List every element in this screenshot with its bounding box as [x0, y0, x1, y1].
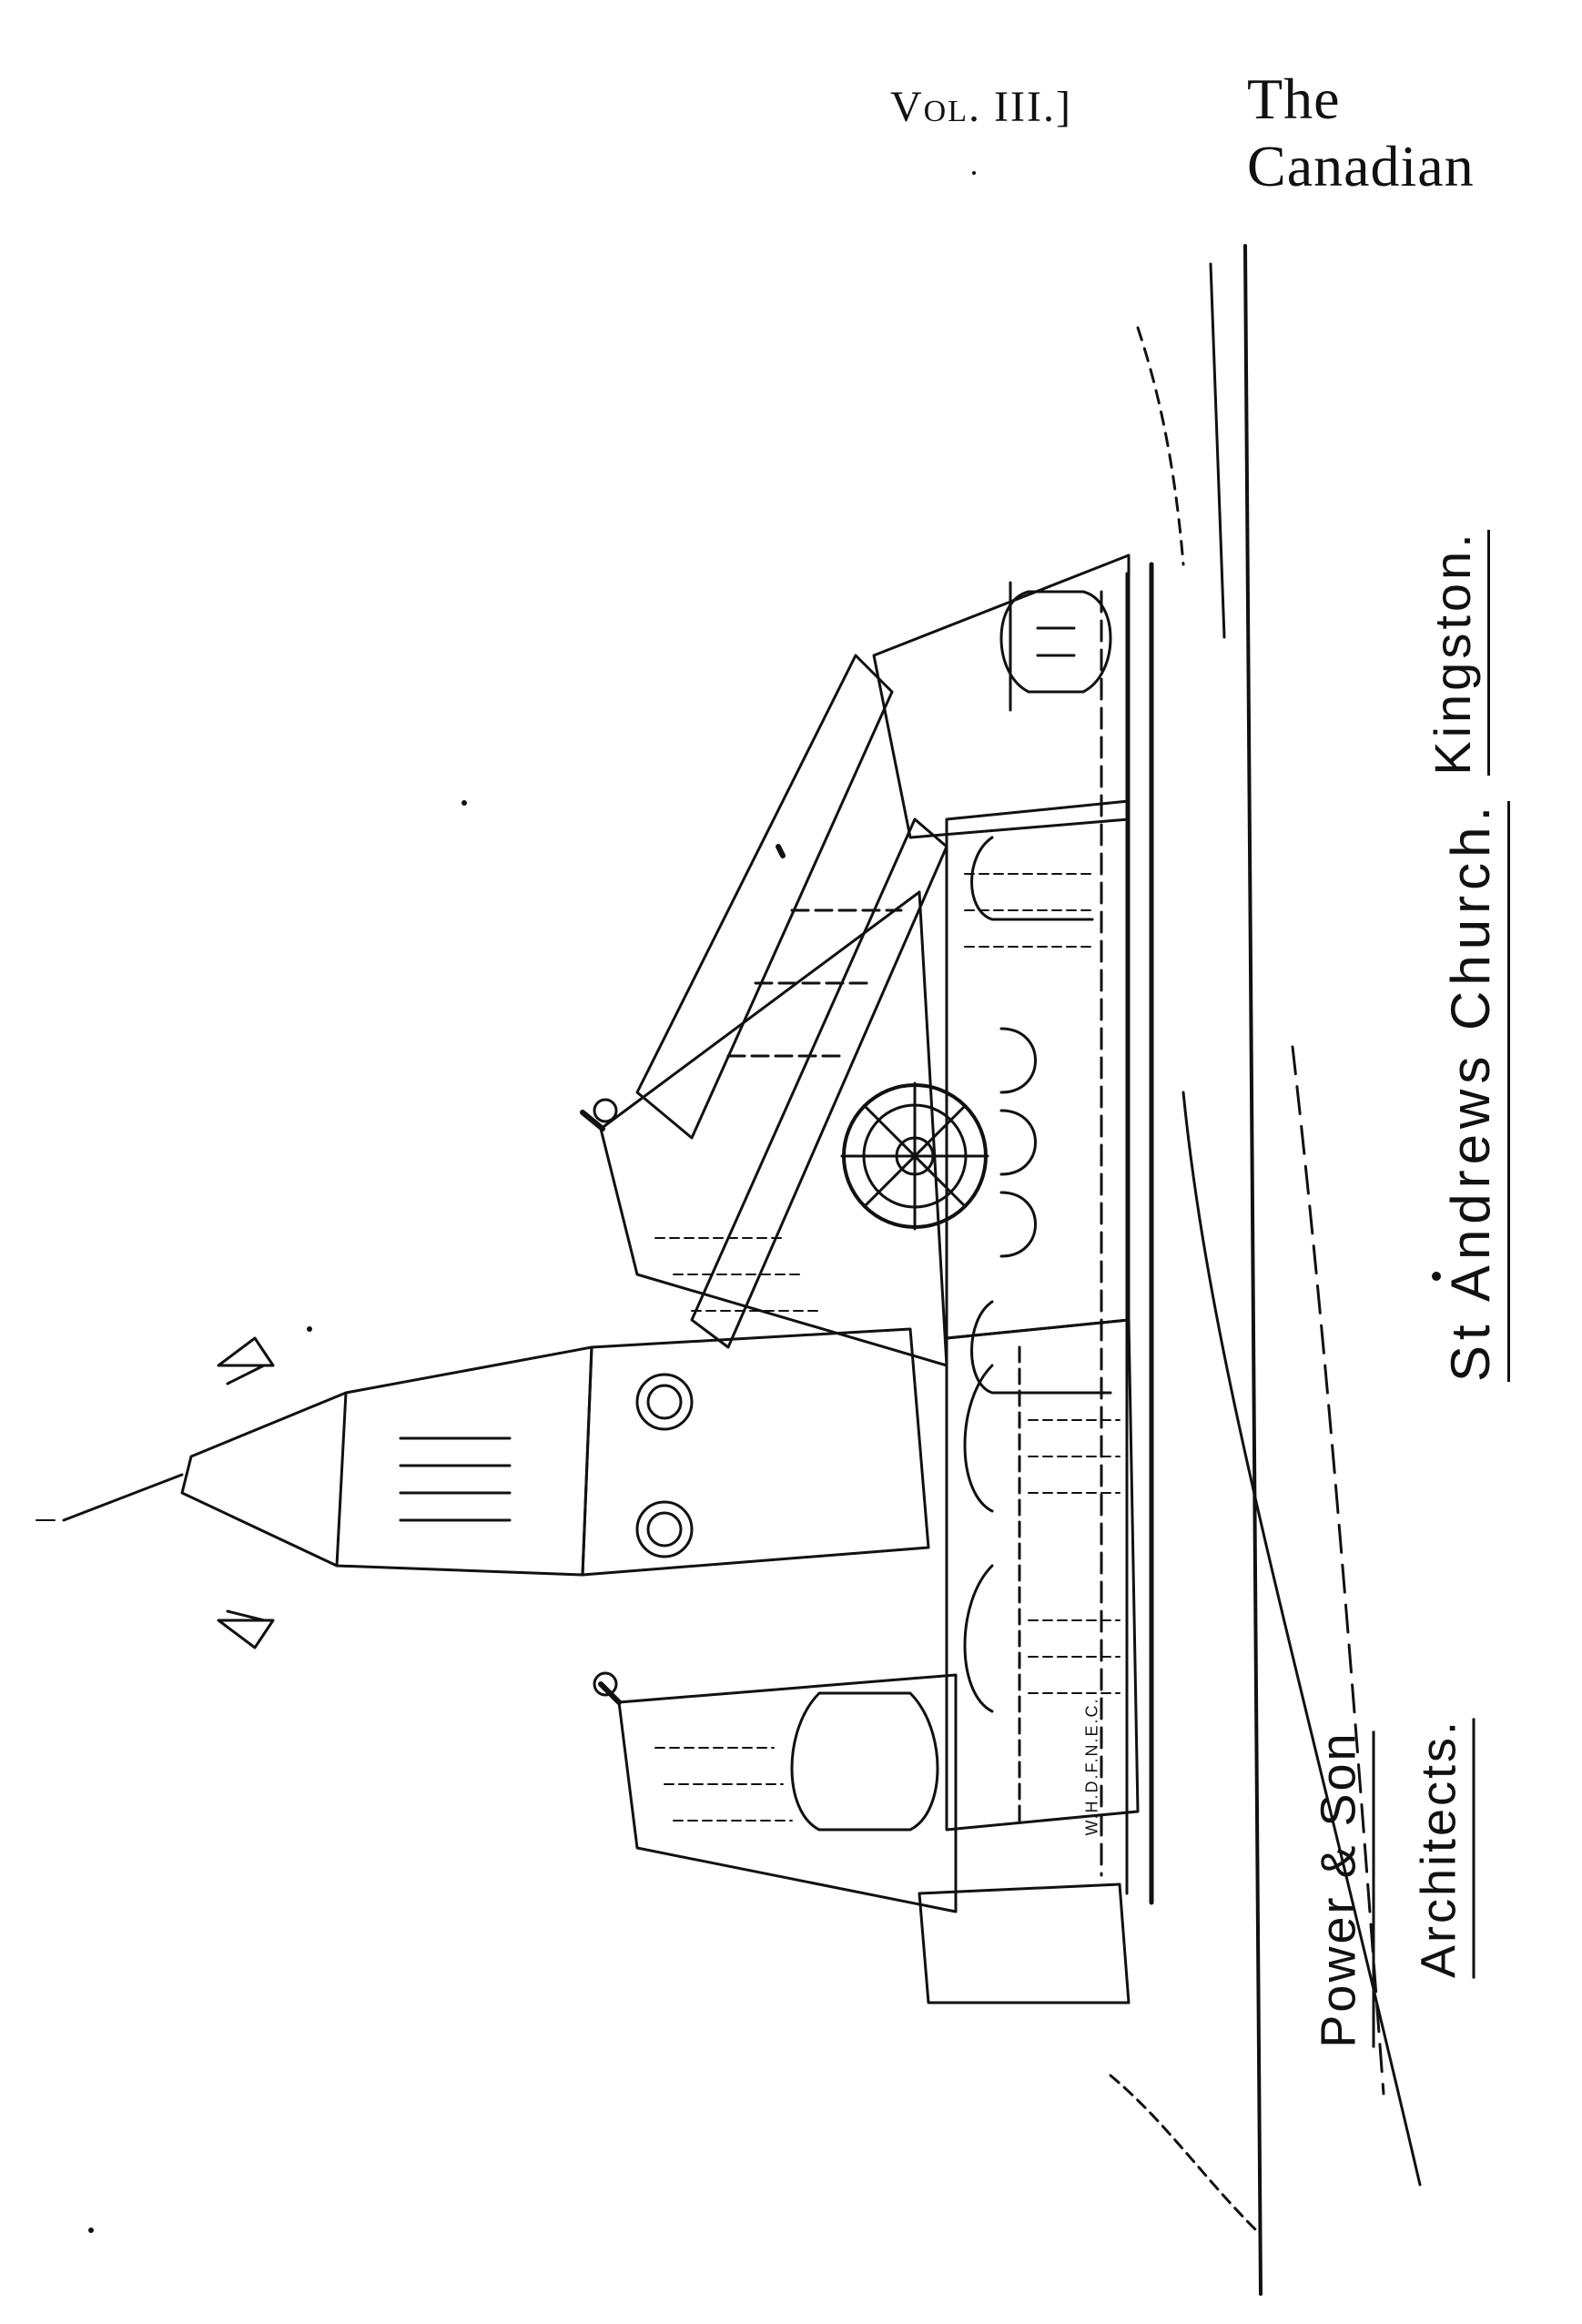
artist-signature: W.H.D.F.N.E.C. — [1082, 1697, 1101, 1836]
speckles — [88, 171, 1441, 2233]
stonework-hatching — [654, 873, 1121, 1822]
foundation — [1100, 562, 1154, 1905]
nave-roof — [635, 654, 948, 1349]
porch — [945, 1318, 1140, 1832]
page-header: Vol. III.] The Canadian — [0, 55, 1582, 198]
publication-title: The Canadian — [1247, 66, 1475, 198]
location-caption: Kingston. — [1423, 471, 1490, 835]
volume-label: Vol. III.] — [890, 83, 1072, 131]
rear-block — [872, 553, 1131, 839]
rose-gable — [580, 890, 1037, 1367]
architects-caption: Architects. — [1410, 1558, 1476, 2140]
left-transept — [593, 1671, 1131, 2004]
tower — [35, 1327, 930, 1649]
ground-lines — [1109, 244, 1422, 2296]
architect-firm-caption: Power & Son — [1310, 1598, 1375, 2181]
